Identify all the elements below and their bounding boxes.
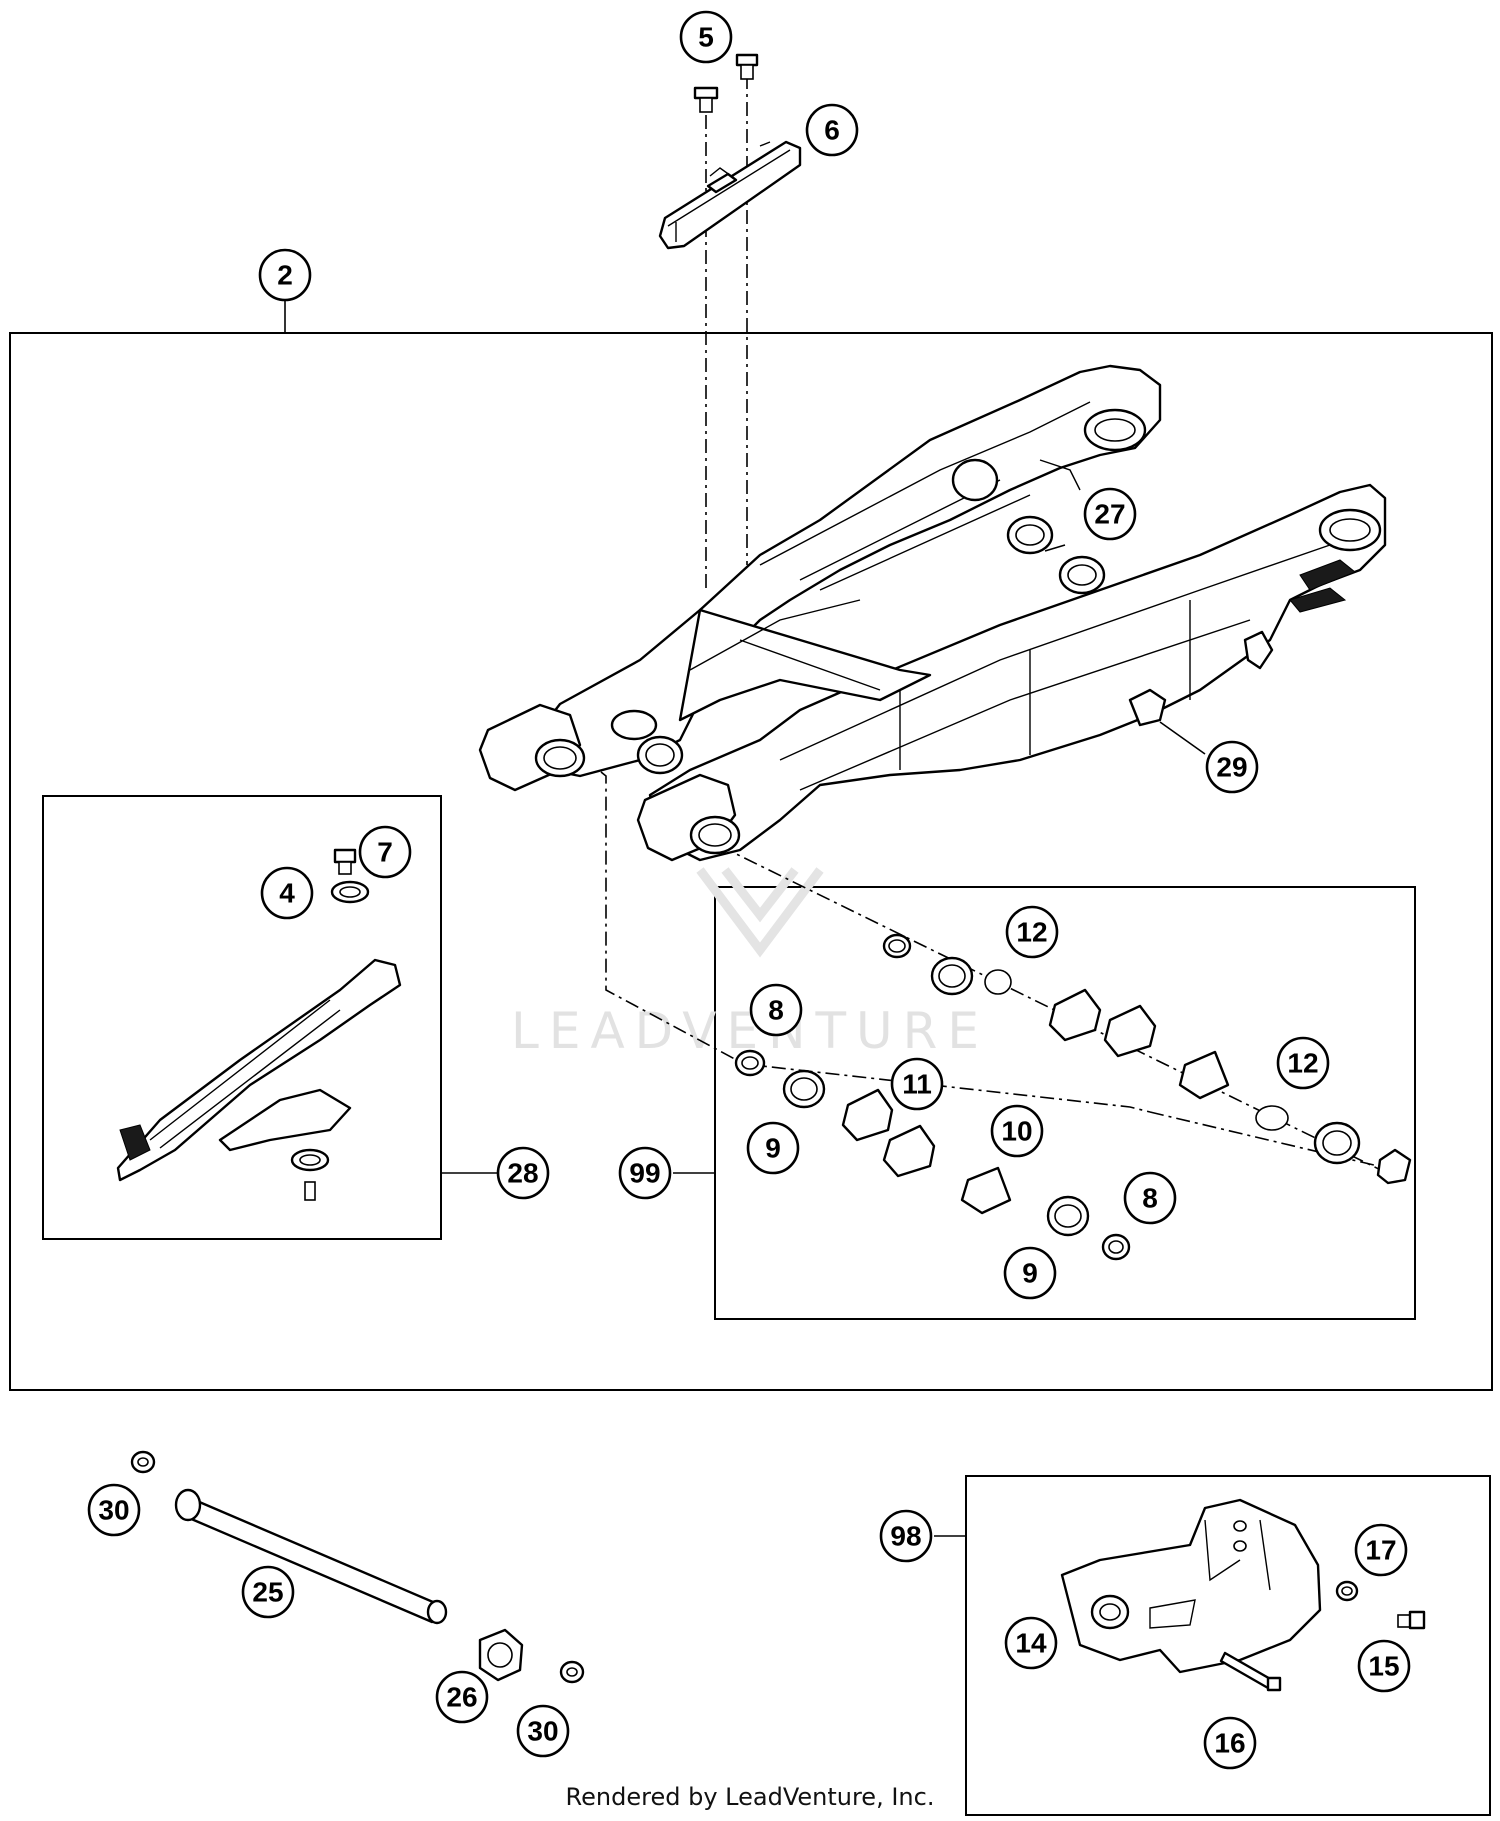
swingarm-2 (478, 364, 1387, 862)
callout-6: 6 (805, 103, 859, 157)
svg-text:30: 30 (98, 1495, 129, 1526)
callout-26: 26 (435, 1670, 489, 1724)
svg-text:6: 6 (824, 115, 840, 146)
nut-17 (1335, 1580, 1359, 1602)
chain-guide-kit-frame (965, 1475, 1491, 1816)
svg-text:14: 14 (1015, 1628, 1047, 1659)
callout-12-lower: 12 (1276, 1036, 1330, 1090)
svg-text:30: 30 (527, 1716, 558, 1747)
svg-text:12: 12 (1287, 1048, 1318, 1079)
callout-4: 4 (260, 866, 314, 920)
bolt-15 (1397, 1610, 1426, 1630)
svg-text:9: 9 (765, 1133, 781, 1164)
pin-16 (1219, 1651, 1282, 1692)
callout-17: 17 (1354, 1523, 1408, 1577)
callout-30-left: 30 (87, 1483, 141, 1537)
swingarm-assembly-frame (9, 332, 1493, 1391)
callout-14: 14 (1004, 1616, 1058, 1670)
svg-text:4: 4 (279, 878, 295, 909)
chain-slider-subframe (42, 795, 442, 1240)
callout-15: 15 (1357, 1639, 1411, 1693)
callout-9-lower: 9 (1003, 1246, 1057, 1300)
svg-text:29: 29 (1216, 752, 1247, 783)
svg-text:11: 11 (902, 1069, 932, 1100)
nut-26 (478, 1628, 524, 1682)
callout-25: 25 (241, 1565, 295, 1619)
top-chain-slider-6 (658, 140, 802, 250)
chain-guide-14 (1060, 1498, 1322, 1674)
callout-27: 27 (1083, 487, 1137, 541)
svg-text:16: 16 (1214, 1728, 1245, 1759)
callout-10: 10 (990, 1104, 1044, 1158)
callout-8-lower: 8 (1123, 1171, 1177, 1225)
svg-text:25: 25 (252, 1577, 283, 1608)
bearing-kit-99 (734, 933, 1412, 1261)
svg-text:7: 7 (377, 837, 393, 868)
callout-12-upper: 12 (1005, 905, 1059, 959)
svg-text:99: 99 (629, 1158, 660, 1189)
callout-5: 5 (679, 10, 733, 64)
callout-99: 99 (618, 1146, 672, 1200)
callout-8-upper: 8 (749, 983, 803, 1037)
callout-28: 28 (496, 1146, 550, 1200)
watermark-text: LEADVENTURE (511, 1002, 989, 1060)
svg-text:27: 27 (1094, 499, 1125, 530)
svg-text:98: 98 (890, 1521, 921, 1552)
svg-text:12: 12 (1016, 917, 1047, 948)
callout-9-upper: 9 (746, 1121, 800, 1175)
svg-text:26: 26 (446, 1682, 477, 1713)
pivot-shaft-25 (174, 1488, 448, 1625)
svg-text:8: 8 (768, 995, 784, 1026)
callout-11: 11 (890, 1057, 944, 1111)
callout-29: 29 (1205, 740, 1259, 794)
callout-30-right: 30 (516, 1704, 570, 1758)
cap-30 (130, 1450, 585, 1684)
bolt-5 (693, 53, 759, 113)
chain-slider-28 (116, 848, 402, 1201)
watermark-logo (696, 867, 824, 958)
callout-7: 7 (358, 825, 412, 879)
callout-2: 2 (258, 248, 312, 302)
footer-credit: Rendered by LeadVenture, Inc. (566, 1783, 935, 1811)
leader-lines (284, 295, 1206, 1537)
svg-text:8: 8 (1142, 1183, 1158, 1214)
svg-text:17: 17 (1365, 1535, 1396, 1566)
callout-98: 98 (879, 1509, 933, 1563)
svg-text:10: 10 (1001, 1116, 1032, 1147)
svg-text:2: 2 (277, 260, 293, 291)
svg-text:15: 15 (1368, 1651, 1399, 1682)
svg-text:5: 5 (698, 22, 714, 53)
callout-16: 16 (1203, 1716, 1257, 1770)
bearing-kit-subframe (714, 886, 1416, 1320)
svg-text:9: 9 (1022, 1258, 1038, 1289)
svg-text:28: 28 (507, 1158, 538, 1189)
